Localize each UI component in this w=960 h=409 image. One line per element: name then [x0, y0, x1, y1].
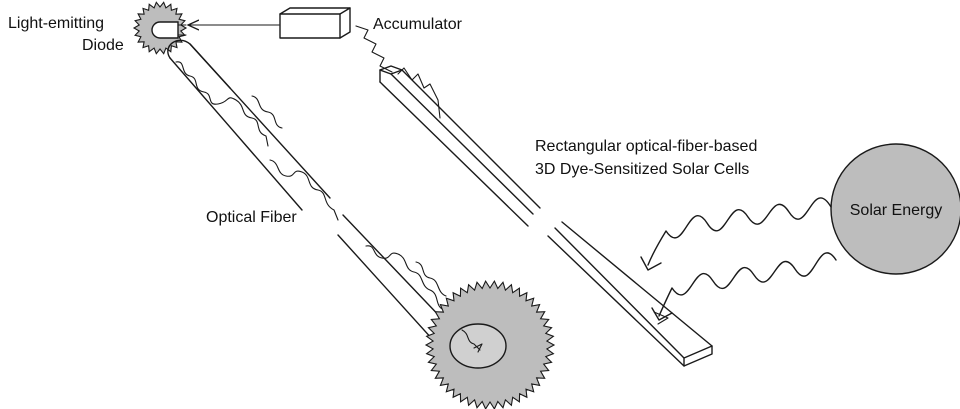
solar-cells-label-line2: 3D Dye-Sensitized Solar Cells — [535, 161, 749, 178]
optical-fiber-label: Optical Fiber — [206, 209, 297, 226]
accumulator-side-face — [339, 7, 351, 39]
solar-cell-edge-right-upper — [401, 69, 541, 209]
light-wave-upper-arrowhead — [640, 256, 662, 271]
fiber-end-light-trace — [461, 329, 481, 351]
solar-cells-label-line1: Rectangular optical-fiber-based — [535, 138, 757, 155]
solar-cell-edge-mid-lower — [554, 227, 685, 359]
led-label-line2: Diode — [82, 37, 124, 54]
light-wave-lower — [658, 252, 837, 317]
accumulator-box — [279, 7, 351, 39]
wire-cell-to-accumulator — [355, 25, 393, 73]
rectangular-solar-cell — [379, 65, 713, 367]
solar-energy-label: Solar Energy — [850, 202, 943, 219]
led-bulb — [151, 21, 179, 39]
solar-cell-edge-right-lower — [561, 221, 713, 347]
solar-energy-circle — [830, 143, 960, 275]
solar-cell-edge-left-upper — [379, 81, 529, 227]
accumulator-label: Accumulator — [373, 16, 463, 33]
led-label-line1: Light-emitting — [8, 15, 104, 32]
fiber-end-light-arrow — [473, 343, 483, 353]
accumulator-top-face — [279, 7, 351, 15]
fiber-light-wave-upper — [175, 61, 339, 221]
fiber-output-glow — [424, 279, 556, 409]
solar-cell-edge-left-lower — [547, 235, 685, 367]
solar-cell-edge-mid-upper — [390, 73, 534, 215]
light-emitting-diode — [132, 1, 188, 55]
solar-cell-light-entry-mark — [653, 311, 669, 325]
solar-cell-end-face — [683, 345, 713, 367]
light-wave-upper — [647, 197, 832, 266]
accumulator-front-face — [279, 13, 341, 39]
optical-fiber-inner-top — [169, 57, 303, 211]
optical-fiber-top-cap — [189, 43, 231, 89]
solar-energy-sun: Solar Energy — [830, 143, 960, 275]
solar-cell-electrode-zigzag — [397, 67, 441, 119]
